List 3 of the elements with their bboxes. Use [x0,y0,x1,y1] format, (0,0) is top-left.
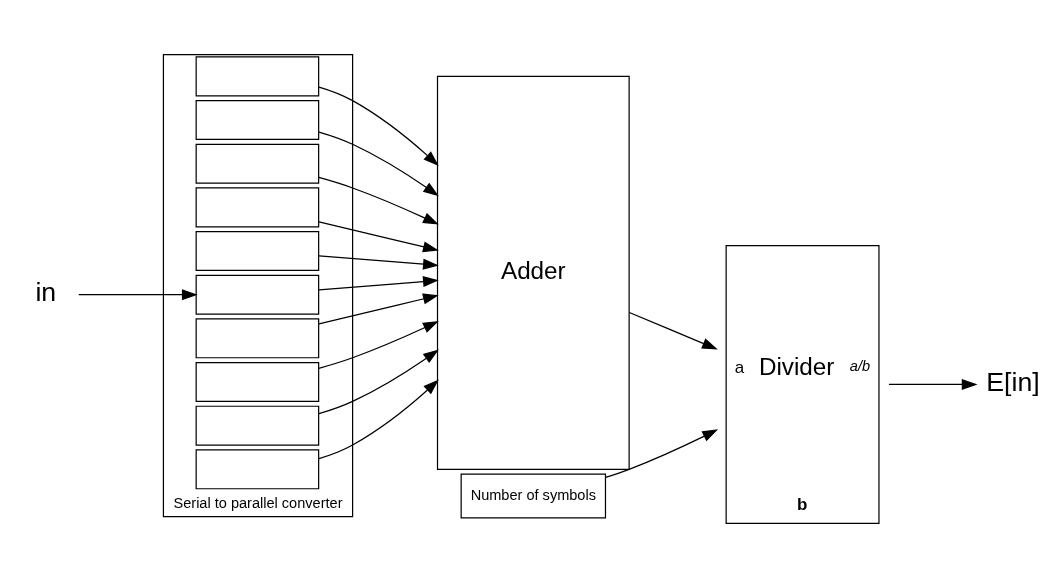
node-text: in [35,277,57,308]
node-text: E[in] [986,367,1040,398]
node-label: Serial to parallel converter [173,494,343,511]
